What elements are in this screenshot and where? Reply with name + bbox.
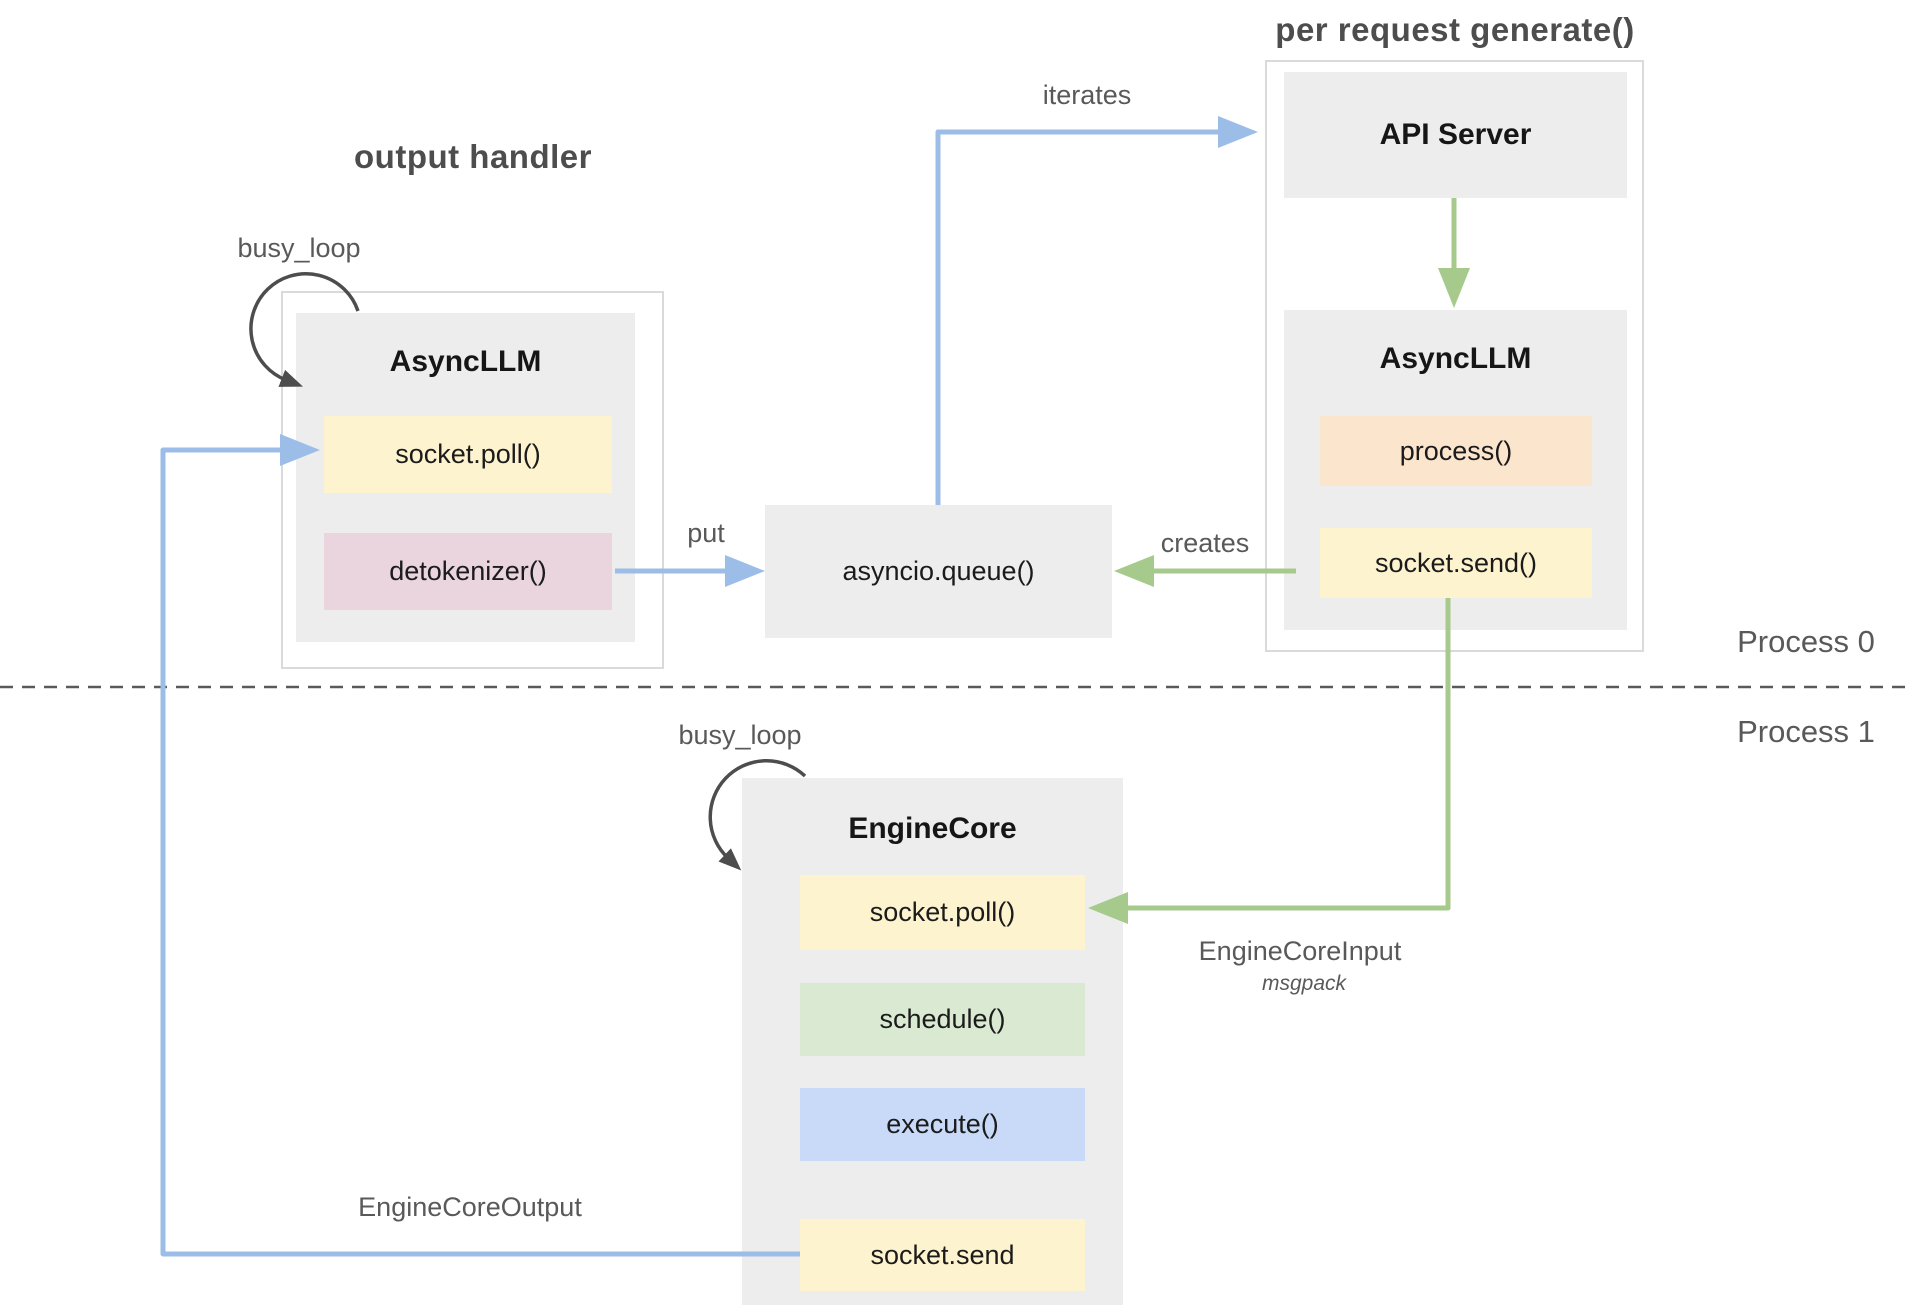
- engine-core-output-label: EngineCoreOutput: [358, 1192, 582, 1222]
- put-label: put: [687, 518, 725, 548]
- method-execute: execute(): [800, 1088, 1085, 1161]
- process-1-label: Process 1: [1737, 714, 1875, 749]
- method-socket-poll-left: socket.poll(): [324, 416, 612, 493]
- iterates-label: iterates: [1042, 80, 1132, 110]
- per-request-generate-title: per request generate(): [1275, 11, 1635, 48]
- process-0-label: Process 0: [1737, 624, 1875, 659]
- api-server-box: API Server: [1284, 72, 1627, 198]
- iterates-arrow: [935, 116, 1258, 505]
- method-detokenizer: detokenizer(): [324, 533, 612, 610]
- method-socket-send-engine: socket.send: [800, 1219, 1085, 1291]
- msgpack-label: msgpack: [1261, 972, 1347, 995]
- busy-loop-left-label: busy_loop: [237, 233, 361, 263]
- method-process: process(): [1320, 416, 1592, 486]
- api-server-title: API Server: [1379, 118, 1532, 151]
- engine-core-title: EngineCore: [848, 812, 1017, 845]
- method-socket-poll-engine: socket.poll(): [800, 875, 1085, 950]
- async-llm-right-title: AsyncLLM: [1379, 342, 1532, 375]
- engine-core-input-label: EngineCoreInput: [1198, 936, 1402, 966]
- busy-loop-engine-label: busy_loop: [678, 720, 802, 750]
- async-llm-left-title: AsyncLLM: [389, 345, 542, 378]
- method-schedule: schedule(): [800, 983, 1085, 1056]
- creates-label: creates: [1160, 528, 1250, 558]
- output-handler-title: output handler: [354, 138, 592, 175]
- asyncio-queue-box: asyncio.queue(): [765, 505, 1112, 638]
- method-socket-send-right: socket.send(): [1320, 528, 1592, 598]
